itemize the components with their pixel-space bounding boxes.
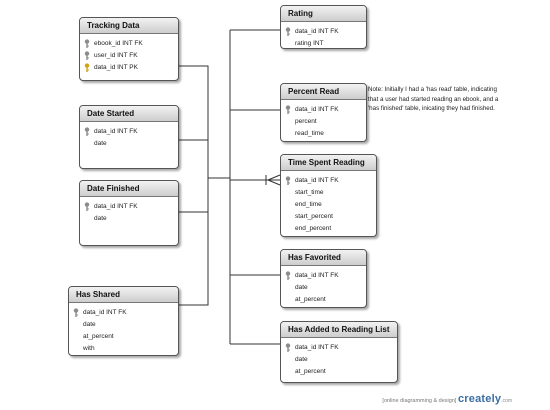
foreign-key-icon bbox=[84, 127, 90, 137]
foreign-key-icon bbox=[285, 27, 291, 37]
field-percent: percent bbox=[295, 118, 317, 125]
entity-tracking-data[interactable]: Tracking Data ebook_id INT FK user_id IN… bbox=[79, 17, 179, 81]
field-data-id: data_id INT PK bbox=[80, 62, 178, 74]
entity-time-spent-reading[interactable]: Time Spent Reading data_id INT FK start_… bbox=[280, 154, 377, 237]
field-date: date bbox=[295, 356, 308, 363]
note-text: Note: Initially I had a 'has read' table… bbox=[368, 86, 499, 112]
entity-title: Date Started bbox=[80, 106, 178, 122]
field-read-time: read_time bbox=[295, 130, 324, 137]
field-data-id: data_id INT FK bbox=[281, 26, 366, 38]
footer-suffix: .com bbox=[501, 398, 512, 404]
field-data-id: data_id INT FK bbox=[80, 201, 178, 213]
entity-has-shared[interactable]: Has Shared data_id INT FK date at_percen… bbox=[68, 286, 179, 356]
field-data-id: data_id INT FK bbox=[281, 104, 366, 116]
field-with: with bbox=[83, 345, 95, 352]
foreign-key-icon bbox=[84, 51, 90, 61]
field-at-percent: at_percent bbox=[295, 368, 326, 375]
field-user-id: user_id INT FK bbox=[80, 50, 178, 62]
entity-title: Date Finished bbox=[80, 181, 178, 197]
entity-title: Has Favorited bbox=[281, 250, 366, 266]
field-data-id: data_id INT FK bbox=[69, 307, 178, 319]
foreign-key-icon bbox=[84, 39, 90, 49]
foreign-key-icon bbox=[285, 176, 291, 186]
entity-date-started[interactable]: Date Started data_id INT FK date bbox=[79, 105, 179, 169]
foreign-key-icon bbox=[285, 343, 291, 353]
foreign-key-icon bbox=[84, 202, 90, 212]
creately-watermark: [online diagramming & design] creately.c… bbox=[382, 393, 512, 405]
field-ebook-id: ebook_id INT FK bbox=[80, 38, 178, 50]
field-at-percent: at_percent bbox=[83, 333, 114, 340]
field-data-id: data_id INT FK bbox=[281, 342, 397, 354]
entity-title: Has Shared bbox=[69, 287, 178, 303]
footer-tagline: [online diagramming & design] bbox=[382, 398, 457, 404]
entity-has-added-to-reading-list[interactable]: Has Added to Reading List data_id INT FK… bbox=[280, 321, 398, 383]
entity-rating[interactable]: Rating data_id INT FK rating INT bbox=[280, 5, 367, 49]
field-date: date bbox=[94, 215, 107, 222]
foreign-key-icon bbox=[285, 271, 291, 281]
entity-title: Rating bbox=[281, 6, 366, 22]
field-start-time: start_time bbox=[295, 189, 324, 196]
primary-key-icon bbox=[84, 63, 90, 73]
field-data-id: data_id INT FK bbox=[281, 270, 366, 282]
entity-title: Percent Read bbox=[281, 84, 366, 100]
entity-has-favorited[interactable]: Has Favorited data_id INT FK date at_per… bbox=[280, 249, 367, 308]
entity-title: Has Added to Reading List bbox=[281, 322, 397, 338]
field-data-id: data_id INT FK bbox=[80, 126, 178, 138]
entity-title: Tracking Data bbox=[80, 18, 178, 34]
field-at-percent: at_percent bbox=[295, 296, 326, 303]
field-end-percent: end_percent bbox=[295, 225, 332, 232]
entity-date-finished[interactable]: Date Finished data_id INT FK date bbox=[79, 180, 179, 246]
entity-percent-read[interactable]: Percent Read data_id INT FK percent read… bbox=[280, 83, 367, 142]
field-end-time: end_time bbox=[295, 201, 322, 208]
foreign-key-icon bbox=[285, 105, 291, 115]
entity-title: Time Spent Reading bbox=[281, 155, 376, 171]
field-data-id: data_id INT FK bbox=[281, 175, 376, 187]
footer-brand: creately bbox=[457, 393, 502, 405]
field-date: date bbox=[295, 284, 308, 291]
field-date: date bbox=[83, 321, 96, 328]
field-start-percent: start_percent bbox=[295, 213, 333, 220]
foreign-key-icon bbox=[73, 308, 79, 318]
field-rating: rating INT bbox=[295, 40, 324, 47]
field-date: date bbox=[94, 140, 107, 147]
